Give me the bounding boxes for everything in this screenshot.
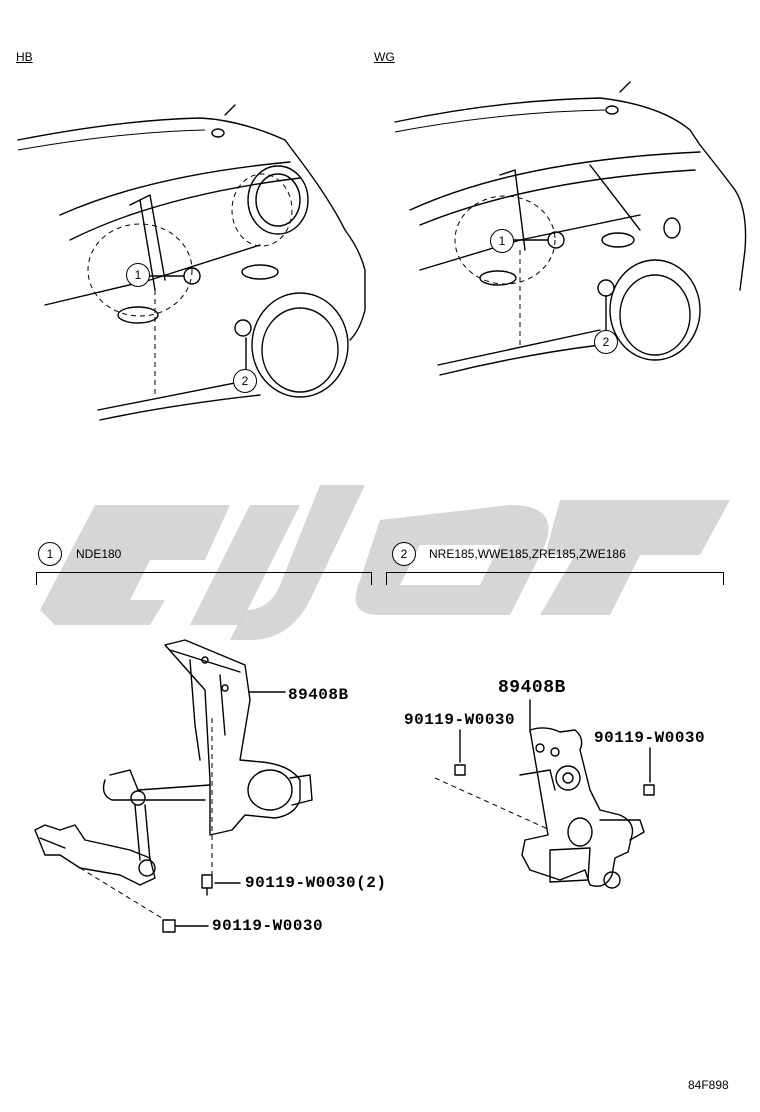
left-bolt-part-number[interactable]: 90119-W0030 xyxy=(212,917,324,935)
section-2-models: NRE185,WWE185,ZRE185,ZWE186 xyxy=(429,547,626,561)
right-sensor-part-number[interactable]: 89408B xyxy=(498,678,566,698)
section-1-models: NDE180 xyxy=(76,547,122,561)
hb-car-illustration xyxy=(17,104,366,421)
section-1-number: 1 xyxy=(38,542,62,566)
section-1-bracket xyxy=(36,572,372,585)
wg-view-label: WG xyxy=(374,50,395,64)
hb-callout-1[interactable]: 1 xyxy=(126,263,150,287)
figure-code: 84F898 xyxy=(688,1078,729,1092)
left-bolt-pair-part-number[interactable]: 90119-W0030(2) xyxy=(245,874,387,892)
wg-callout-1[interactable]: 1 xyxy=(490,229,514,253)
left-sensor-assembly xyxy=(34,639,313,933)
section-2-bracket xyxy=(386,572,724,585)
watermark-logo xyxy=(40,485,730,640)
section-2-number: 2 xyxy=(392,542,416,566)
hb-callout-2[interactable]: 2 xyxy=(233,369,257,393)
right-bolt-left-part-number[interactable]: 90119-W0030 xyxy=(404,711,516,729)
right-sensor-assembly xyxy=(434,699,655,889)
wg-car-illustration xyxy=(394,81,747,376)
hb-view-label: HB xyxy=(16,50,33,64)
left-sensor-part-number[interactable]: 89408B xyxy=(288,686,349,704)
right-bolt-right-part-number[interactable]: 90119-W0030 xyxy=(594,729,706,747)
wg-callout-2[interactable]: 2 xyxy=(594,330,618,354)
